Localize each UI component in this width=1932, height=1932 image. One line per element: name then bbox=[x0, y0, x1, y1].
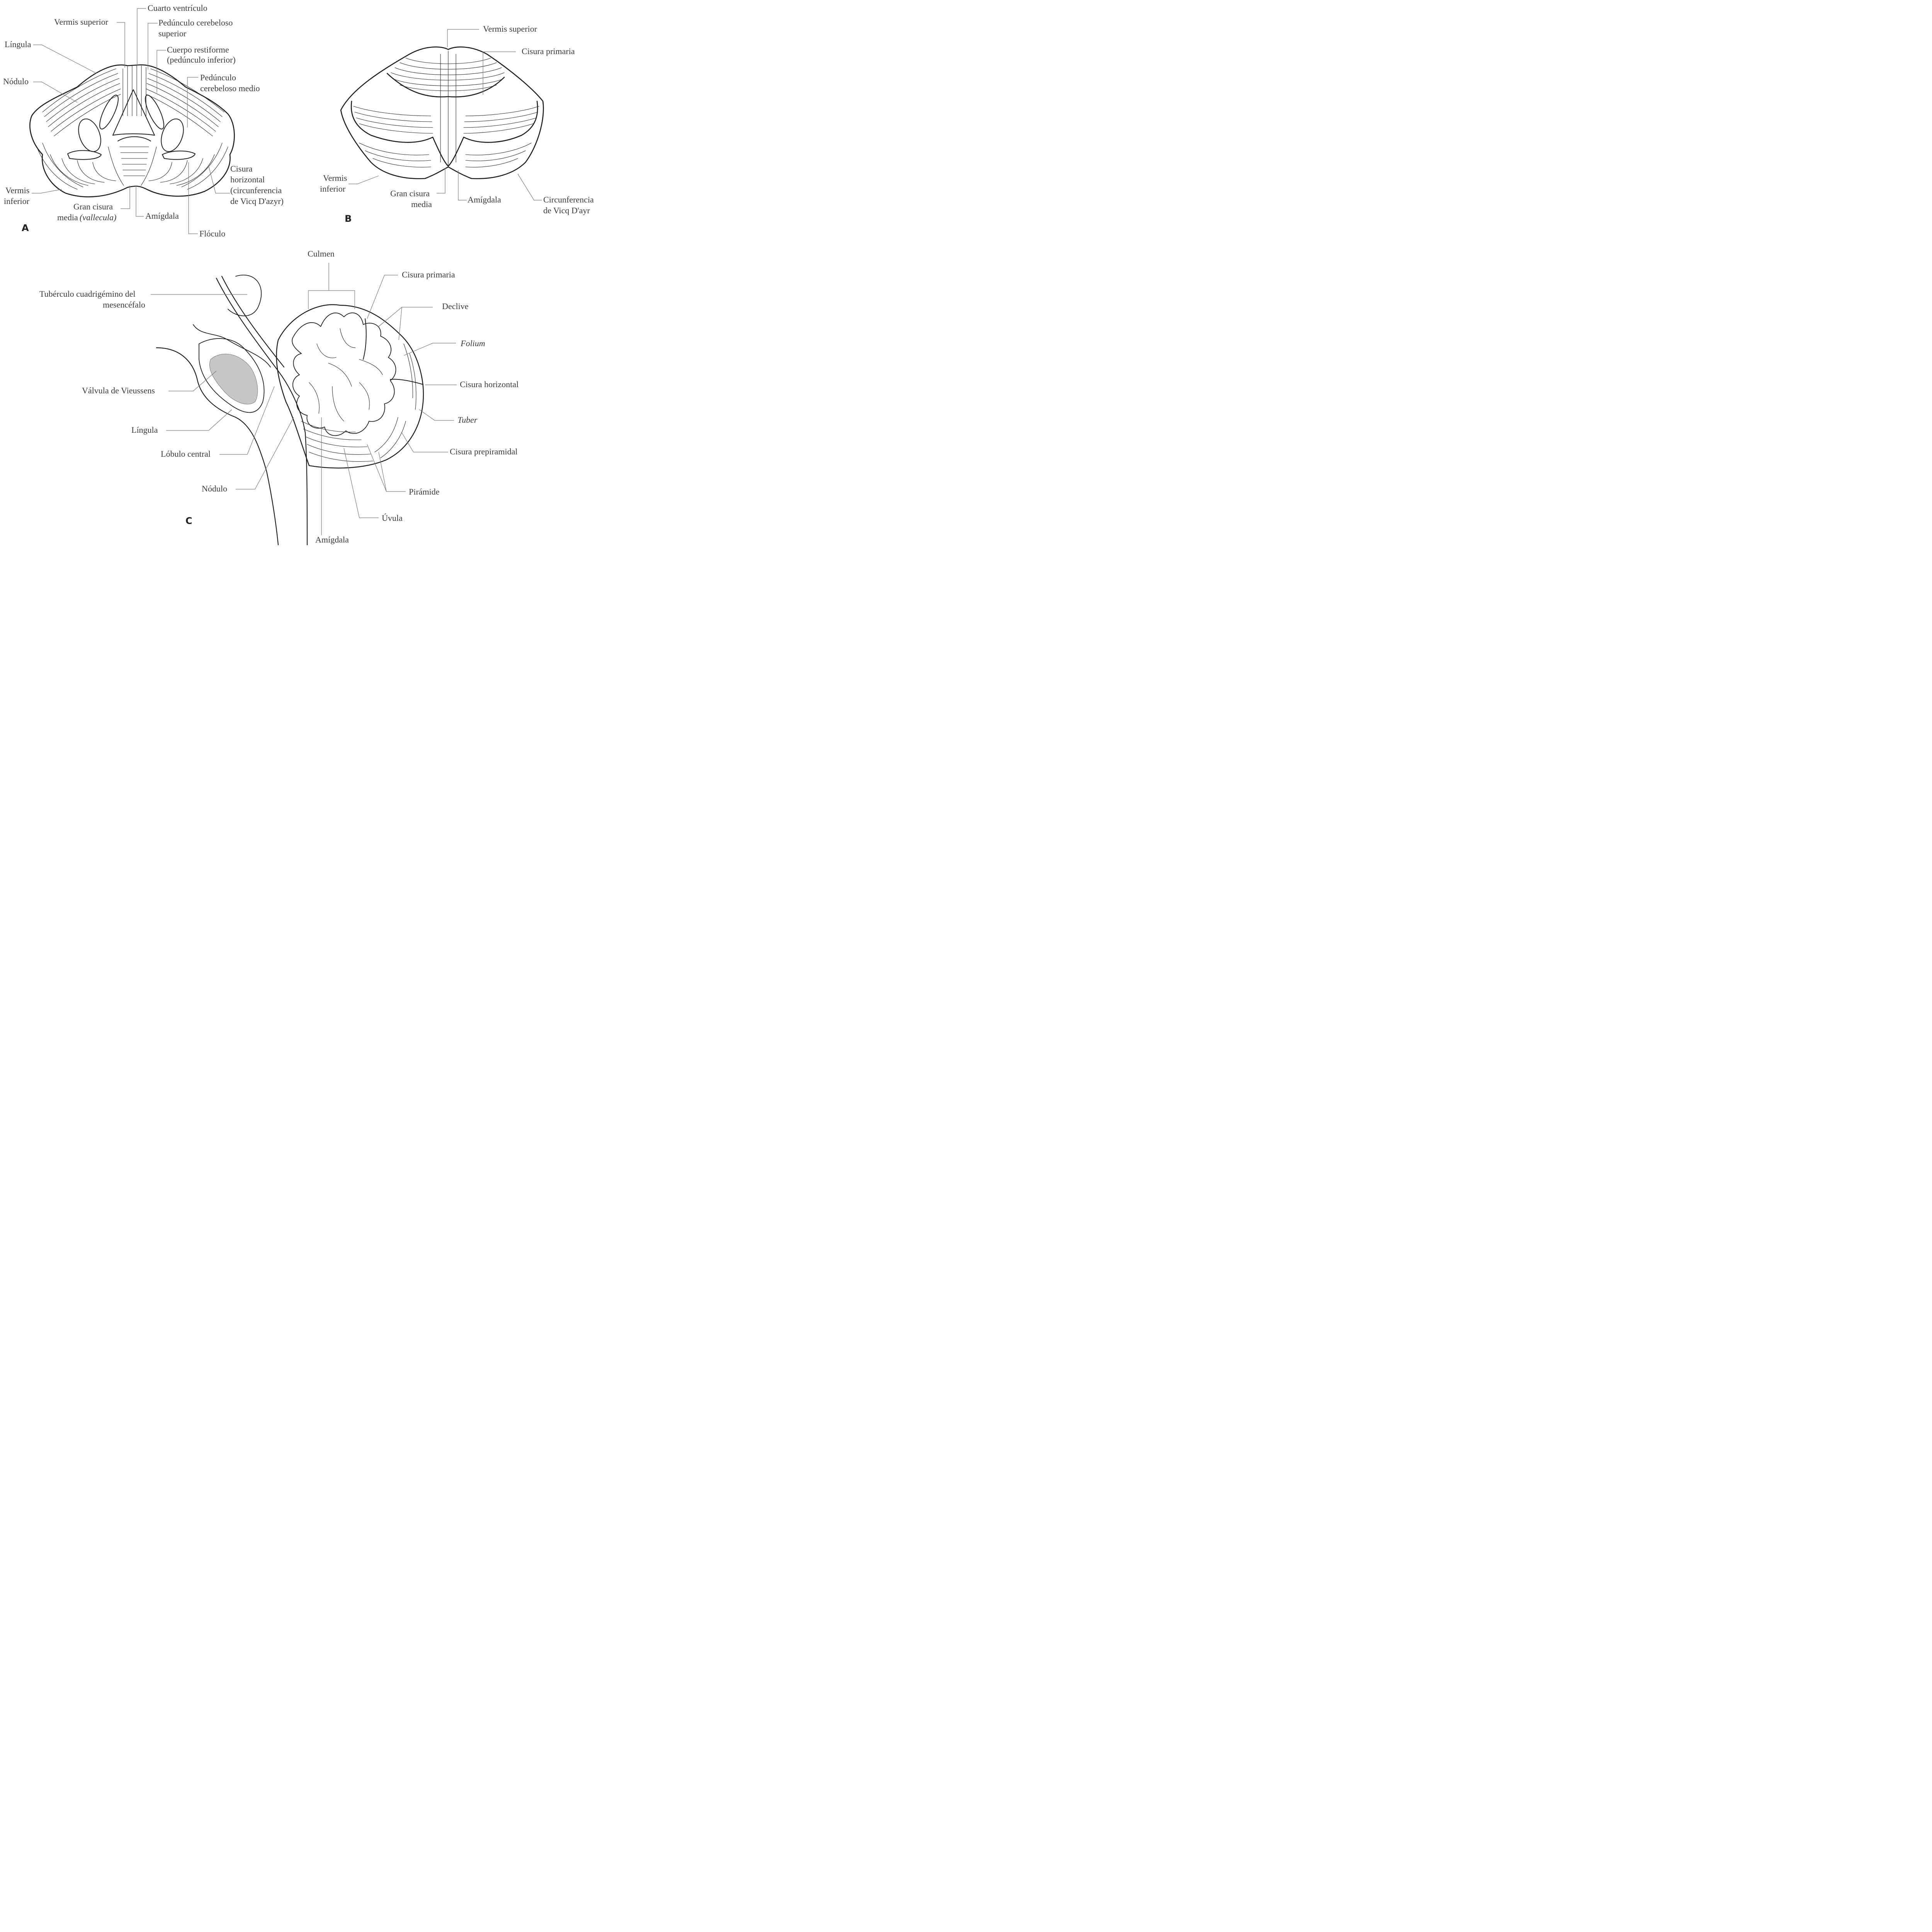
label-c-cisura-prepiramidal: Cisura prepiramidal bbox=[450, 447, 517, 456]
panel-a-tonsil-right bbox=[162, 151, 195, 160]
label-vermis-inferior-line1: Vermis bbox=[5, 185, 29, 195]
label-pedunculo-superior-line1: Pedúnculo cerebeloso bbox=[158, 18, 233, 27]
cerebellum-figure: Cuarto ventrículo Vermis superior Pedúnc… bbox=[0, 0, 601, 547]
label-b-cisura-primaria: Cisura primaria bbox=[522, 46, 575, 56]
panel-a-letter: A bbox=[22, 223, 29, 233]
label-floculo: Flóculo bbox=[199, 229, 225, 238]
panel-b: Vermis superior Cisura primaria Vermis i… bbox=[320, 24, 594, 224]
label-amigdala: Amígdala bbox=[145, 211, 179, 221]
label-c-amigdala: Amígdala bbox=[315, 535, 349, 544]
panel-b-upper-folia bbox=[391, 58, 504, 91]
panel-a-lower-vermis bbox=[118, 137, 151, 176]
label-c-folium: Folium bbox=[460, 338, 485, 348]
label-b-circunferencia-line1: Circunferencia bbox=[543, 195, 594, 204]
label-gran-cisura-line1: Gran cisura bbox=[73, 202, 113, 211]
label-b-gran-cisura-line2: media bbox=[411, 199, 432, 209]
panel-a-labels: Cuarto ventrículo Vermis superior Pedúnc… bbox=[3, 3, 284, 238]
panel-b-letter: B bbox=[345, 213, 352, 224]
label-b-vermis-inferior-line2: inferior bbox=[320, 184, 346, 194]
panel-c-horizontal-fissure-line bbox=[390, 379, 423, 384]
label-cisura-horizontal-line4: de Vicq D'azyr) bbox=[230, 196, 284, 206]
label-cuarto-ventriculo: Cuarto ventrículo bbox=[148, 3, 207, 13]
panel-a-peduncle-right bbox=[142, 93, 167, 131]
label-cuerpo-restiforme-line2: (pedúnculo inferior) bbox=[167, 55, 236, 65]
panel-c-primary-fissure-line bbox=[363, 319, 366, 359]
panel-a-lower-folia bbox=[37, 143, 228, 189]
label-c-piramide: Pirámide bbox=[409, 487, 439, 497]
label-c-nodulo: Nódulo bbox=[202, 484, 227, 493]
panel-b-lateral-folia bbox=[354, 106, 539, 133]
label-c-uvula: Úvula bbox=[382, 513, 403, 523]
label-gran-cisura-line3: (vallecula) bbox=[80, 213, 116, 222]
label-vermis-inferior-line2: inferior bbox=[4, 196, 30, 206]
panel-a-fourth-ventricle bbox=[113, 90, 155, 135]
panel-c-drawing bbox=[156, 275, 423, 545]
label-cisura-horizontal-line2: horizontal bbox=[230, 175, 265, 184]
panel-c-labels: Culmen Cisura primaria Tubérculo cuadrig… bbox=[39, 249, 519, 544]
figure-canvas: Cuarto ventrículo Vermis superior Pedúnc… bbox=[0, 0, 601, 547]
label-c-lobulo-central: Lóbulo central bbox=[161, 449, 211, 459]
label-c-culmen: Culmen bbox=[308, 249, 335, 259]
panel-c-colliculus bbox=[228, 275, 261, 316]
panel-a-upper-folia bbox=[43, 69, 224, 136]
label-b-vermis-superior: Vermis superior bbox=[483, 24, 537, 34]
label-b-amigdala: Amígdala bbox=[468, 195, 501, 204]
label-c-tuberculo-line1: Tubérculo cuadrigémino del bbox=[39, 289, 135, 299]
label-b-gran-cisura-line1: Gran cisura bbox=[390, 189, 430, 198]
panel-b-lower-folia bbox=[359, 143, 531, 167]
label-vermis-superior: Vermis superior bbox=[54, 17, 109, 27]
panel-a-leaders bbox=[32, 9, 230, 234]
label-b-vermis-inferior-line1: Vermis bbox=[323, 173, 347, 183]
label-pedunculo-medio-line1: Pedúnculo bbox=[200, 73, 236, 82]
label-b-circunferencia-line2: de Vicq D'ayr bbox=[543, 206, 590, 215]
panel-c: Culmen Cisura primaria Tubérculo cuadrig… bbox=[39, 249, 519, 545]
panel-b-vermis bbox=[440, 51, 456, 166]
label-cisura-horizontal-line3: (circunferencia bbox=[230, 185, 282, 195]
label-cisura-horizontal-line1: Cisura bbox=[230, 164, 253, 173]
panel-a-tonsil-left bbox=[68, 151, 101, 160]
label-pedunculo-medio-line2: cerebeloso medio bbox=[200, 83, 260, 93]
label-c-cisura-primaria: Cisura primaria bbox=[402, 270, 455, 279]
panel-a-flocculus-right bbox=[157, 116, 188, 155]
panel-c-arbor-branches bbox=[309, 328, 383, 421]
panel-a-vermis bbox=[123, 66, 146, 116]
label-pedunculo-superior-line2: superior bbox=[158, 29, 187, 38]
label-c-lingula: Língula bbox=[131, 425, 158, 435]
panel-c-arbor-vitae bbox=[292, 313, 396, 436]
panel-b-outline bbox=[341, 47, 543, 179]
panel-b-drawing bbox=[341, 47, 543, 179]
label-lingula: Língula bbox=[5, 39, 31, 49]
label-c-valvula: Válvula de Vieussens bbox=[82, 386, 155, 395]
label-c-declive: Declive bbox=[442, 301, 468, 311]
panel-b-leaders bbox=[349, 29, 542, 200]
label-gran-cisura-line2: media bbox=[57, 213, 78, 222]
label-nodulo: Nódulo bbox=[3, 77, 29, 86]
label-c-tuberculo-line2: mesencéfalo bbox=[103, 300, 145, 310]
panel-c-culmen-bracket bbox=[308, 291, 355, 309]
label-cuerpo-restiforme-line1: Cuerpo restiforme bbox=[167, 45, 229, 54]
label-c-tuber: Tuber bbox=[457, 415, 478, 425]
panel-b-primary-fissure bbox=[387, 73, 504, 97]
panel-a: Cuarto ventrículo Vermis superior Pedúnc… bbox=[3, 3, 284, 238]
label-c-cisura-horizontal: Cisura horizontal bbox=[460, 379, 519, 389]
panel-c-letter: C bbox=[185, 515, 192, 526]
panel-c-lower-folia bbox=[301, 344, 416, 461]
panel-c-velum-shade bbox=[209, 354, 257, 404]
